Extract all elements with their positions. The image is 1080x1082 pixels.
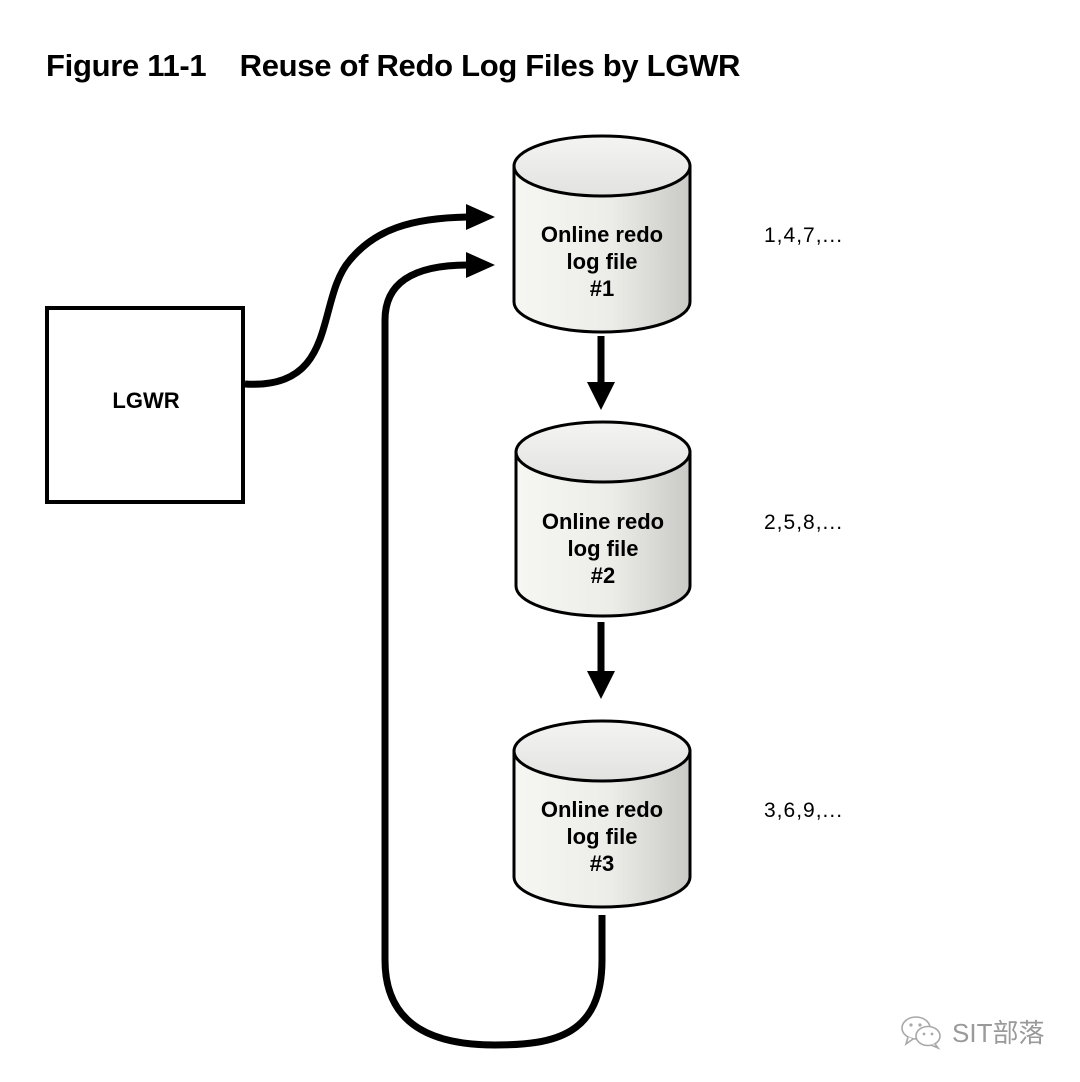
log-file-cylinder-2 — [514, 420, 692, 618]
log-file-2-line-1: Online redo — [541, 509, 665, 534]
watermark-text: SIT部落 — [952, 1018, 1045, 1048]
log-file-3-line-1: Online redo — [540, 797, 664, 822]
lgwr-label: LGWR — [112, 388, 180, 413]
log-file-1-line-1: Online redo — [540, 222, 664, 247]
log-file-3-line-2: log file — [566, 824, 638, 849]
arrowhead-1-to-2 — [587, 382, 615, 410]
log-file-1-line-2: log file — [566, 249, 638, 274]
log-file-1-line-3: #1 — [589, 276, 615, 301]
lgwr-box — [45, 306, 245, 504]
log-file-cylinder-1 — [512, 134, 692, 334]
arrowhead-2-to-3 — [587, 671, 615, 699]
arrow-lgwr-to-logfile-1 — [244, 213, 469, 388]
wechat-icon — [901, 1015, 941, 1050]
log-file-3-line-3: #3 — [589, 851, 615, 876]
log-file-2-line-2: log file — [567, 536, 639, 561]
log-file-2-label: Online redo log file #2 — [515, 508, 691, 589]
watermark: SIT部落 — [900, 1013, 1044, 1050]
log-file-3-label: Online redo log file #3 — [514, 796, 690, 877]
log-file-2-sequence: 2,5,8,... — [764, 511, 844, 534]
arrowhead-return — [466, 252, 495, 278]
figure-title: Figure 11-1 Reuse of Redo Log Files by L… — [46, 48, 741, 83]
log-file-3-sequence: 3,6,9,... — [764, 799, 844, 822]
arrow-logfile-3-return-loop — [381, 261, 606, 1049]
log-file-2-line-3: #2 — [590, 563, 616, 588]
log-file-1-sequence: 1,4,7,... — [764, 224, 844, 247]
log-file-1-label: Online redo log file #1 — [514, 221, 690, 302]
log-file-cylinder-3 — [512, 719, 692, 909]
arrowhead-lgwr — [466, 204, 495, 230]
